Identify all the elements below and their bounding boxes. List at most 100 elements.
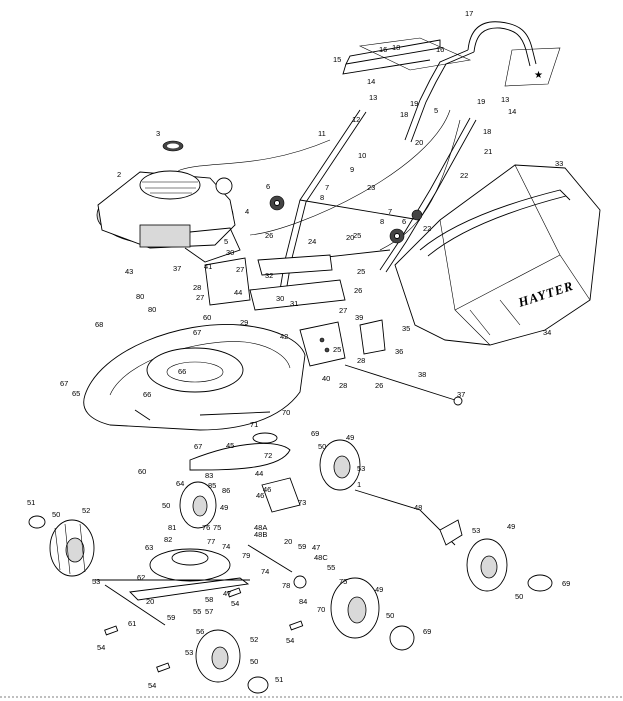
part-label: 44 [234, 288, 242, 297]
part-label: 11 [318, 129, 326, 138]
part-label: 69 [562, 579, 570, 588]
drive-shaft [247, 544, 307, 589]
handle-bracket-plate [358, 37, 561, 87]
pivot-plate [359, 319, 386, 355]
part-label: 16 [379, 45, 387, 54]
part-label: 48C [314, 553, 328, 562]
part-label: 56 [196, 627, 204, 636]
part-label: 26 [265, 231, 273, 240]
drive-pulley [252, 432, 278, 444]
part-label: 54 [286, 636, 294, 645]
wheel-rear-right [466, 538, 508, 592]
handle-knob-mid [411, 209, 423, 221]
hubcap-51-bottom [247, 676, 269, 694]
part-label: 49 [346, 433, 354, 442]
part-label: 22 [460, 171, 468, 180]
handle-knob-left [269, 195, 285, 211]
part-label: 49 [220, 503, 228, 512]
part-label: 29 [240, 318, 248, 327]
part-label: 28 [357, 356, 365, 365]
part-label: 68 [95, 320, 103, 329]
part-label: 8 [380, 217, 384, 226]
part-label: 80 [148, 305, 156, 314]
grass-box [394, 164, 601, 346]
front-axle-rod [95, 579, 250, 626]
part-label: 3 [156, 129, 160, 138]
part-label: 2 [117, 170, 121, 179]
part-label: 81 [168, 523, 176, 532]
part-label: 25 [357, 267, 365, 276]
part-label: 36 [395, 347, 403, 356]
part-label: 54 [97, 643, 105, 652]
part-label: 40 [322, 374, 330, 383]
part-label: 66 [178, 367, 186, 376]
part-label: 27 [196, 293, 204, 302]
part-label: 26 [354, 286, 362, 295]
part-label: 60 [203, 313, 211, 322]
part-label: 63 [145, 543, 153, 552]
part-label: 76 [202, 523, 210, 532]
part-label: 52 [82, 506, 90, 515]
part-label: 9 [350, 165, 354, 174]
part-label: 4 [245, 207, 249, 216]
part-label: 6 [402, 217, 406, 226]
part-label: 39 [355, 313, 363, 322]
wheel-front-left [49, 519, 95, 577]
part-label: 55 [193, 607, 201, 616]
part-label: 35 [402, 324, 410, 333]
part-label: 28 [193, 283, 201, 292]
engine [96, 170, 241, 263]
part-label: 67 [194, 442, 202, 451]
part-label: 57 [205, 607, 213, 616]
part-label: 24 [308, 237, 316, 246]
part-label: 48A [254, 523, 267, 532]
part-label: 49 [507, 522, 515, 531]
rear-height-lever [354, 489, 463, 546]
part-label: 18 [483, 127, 491, 136]
part-label: 19 [410, 99, 418, 108]
part-label: 66 [143, 390, 151, 399]
part-label: 50 [52, 510, 60, 519]
part-label: 10 [358, 151, 366, 160]
part-label: 14 [367, 77, 375, 86]
part-label: 30 [276, 294, 284, 303]
part-label: 71 [250, 420, 258, 429]
part-label: 47 [312, 543, 320, 552]
part-label: 53 [92, 577, 100, 586]
part-label: 61 [128, 619, 136, 628]
part-label: 50 [515, 592, 523, 601]
part-label: 47 [223, 589, 231, 598]
part-label: 50 [386, 611, 394, 620]
part-label: 14 [508, 107, 516, 116]
part-label: 13 [369, 93, 377, 102]
part-number-labels: 17 18 16 16 15 14 14 19 19 13 13 18 18 1… [27, 9, 570, 690]
part-label: 25 [333, 345, 341, 354]
part-label: 27 [339, 306, 347, 315]
part-label: 33 [555, 159, 563, 168]
part-label: 1 [357, 480, 361, 489]
part-label: 13 [501, 95, 509, 104]
part-label: 41 [204, 262, 212, 271]
hubcap-69-bottom [389, 625, 415, 651]
part-label: 18 [400, 110, 408, 119]
part-label: 50 [162, 501, 170, 510]
part-label: 70 [317, 605, 325, 614]
part-label: 75 [339, 577, 347, 586]
part-label: 53 [357, 464, 365, 473]
wheel-bottom-left [195, 629, 241, 683]
wheel-bottom-centre [330, 577, 380, 639]
part-label: 55 [327, 563, 335, 572]
part-label: 48 [414, 503, 422, 512]
part-label: 21 [484, 147, 492, 156]
part-label: 62 [137, 573, 145, 582]
part-label: 37 [457, 390, 465, 399]
part-label: 77 [207, 537, 215, 546]
part-label: 53 [185, 648, 193, 657]
part-label: 50 [250, 657, 258, 666]
part-label: 80 [136, 292, 144, 301]
handle-knob-right [389, 228, 405, 244]
part-label: 70 [282, 408, 290, 417]
part-label: 42 [280, 332, 288, 341]
